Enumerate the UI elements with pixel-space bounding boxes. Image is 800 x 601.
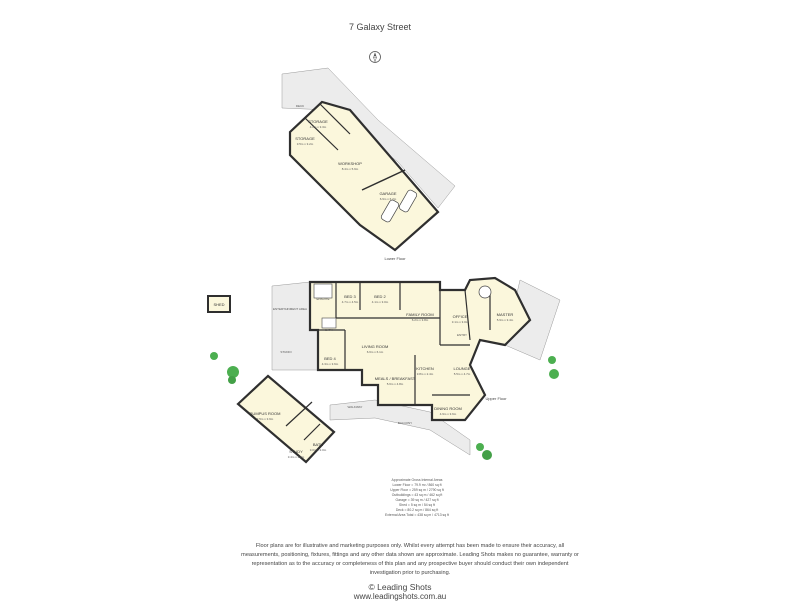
room-name-office: OFFICE	[453, 314, 468, 319]
room-name-ensuite: ENSUITE	[316, 297, 329, 301]
room-dim-storage-2: 3.5m x 3.2m	[297, 142, 314, 146]
room-name-meals-breakfast: MEALS / BREAKFAST	[375, 376, 416, 381]
room-name-living-room: LIVING ROOM	[362, 344, 389, 349]
room-name-lounge: LOUNGE	[454, 366, 471, 371]
room-dim-bed-4: 4.3m x 3.6m	[322, 362, 339, 366]
lower-floor-plan: STORAGE 4.0m x 3.3m STORAGE 3.5m x 3.2m …	[281, 67, 456, 261]
room-name-entertainment-area: ENTERTAINMENT AREA	[273, 307, 307, 311]
room-dim-dining-room: 4.9m x 3.6m	[440, 412, 457, 416]
room-name-walkway: WALKWAY	[348, 405, 363, 409]
room-name-studio: STUDIO	[280, 350, 292, 354]
area-line: Outbuildings = 43 sq m / 462 sq ft	[391, 493, 443, 497]
tree-icon	[482, 450, 492, 460]
room-dim-master: 5.9m x 3.4m	[497, 318, 514, 322]
room-dim-garage: 6.9m x 6.2m	[380, 197, 397, 201]
room-name-balcony: BALCONY	[398, 421, 412, 425]
room-name-storage-1: STORAGE	[308, 119, 328, 124]
outbuilding-outline	[236, 374, 336, 464]
room-name-kitchen: KITCHEN	[416, 366, 434, 371]
disclaimer-text: Floor plans are for illustrative and mar…	[241, 543, 579, 576]
spa-icon	[478, 285, 492, 299]
area-summary: Approximate Gross Internal Areas Lower F…	[357, 478, 477, 518]
tree-icon	[227, 366, 239, 378]
room-name-garage: GARAGE	[379, 191, 396, 196]
room-dim-meals-breakfast: 5.6m x 4.8m	[387, 382, 404, 386]
tree-icon	[549, 369, 559, 379]
deck-label: DECK	[296, 104, 304, 108]
room-dim-rumpus-room: 7.5m x 3.9m	[257, 417, 274, 421]
area-line: External Area Total = 438 sq m / 4713 sq…	[385, 513, 449, 517]
upper-floor-label: Upper Floor	[485, 396, 507, 401]
upper-floor-plan: ENSUITE BED 3 4.7m x 4.5m BED 2 4.1m x 3…	[271, 276, 561, 456]
room-name-rumpus-room: RUMPUS ROOM	[250, 411, 281, 416]
room-dim-lounge: 5.5m x 4.7m	[454, 372, 471, 376]
room-dim-living-room: 6.6m x 6.1m	[367, 350, 384, 354]
website-link[interactable]: www.leadingshots.com.au	[353, 592, 447, 601]
room-name-bed-4: BED 4	[324, 356, 336, 361]
room-dim-bed-2: 4.1m x 3.0m	[372, 300, 389, 304]
area-line: Approximate Gross Internal Areas	[391, 478, 443, 482]
room-name-master: MASTER	[497, 312, 514, 317]
room-dim-workshop: 8.4m x 5.9m	[342, 167, 359, 171]
bath-fixtures	[321, 317, 337, 329]
outbuilding-plan: RUMPUS ROOM 7.5m x 3.9m STUDY 3.4m x 2.8…	[236, 374, 336, 464]
room-name-shed: SHED	[213, 302, 224, 307]
area-line: Shed = 5 sq m / 54 sq ft	[399, 503, 435, 507]
tree-icon	[476, 443, 484, 451]
room-name-study: STUDY	[289, 449, 303, 454]
room-name-bath: BATH	[325, 328, 333, 332]
room-dim-office: 3.1m x 3.0m	[452, 320, 469, 324]
north-compass-icon	[369, 51, 381, 63]
area-line: Lower Floor = 79.9 m² / 860 sq ft	[392, 483, 442, 487]
car-icon	[380, 189, 418, 223]
tree-icon	[210, 352, 218, 360]
property-address-title: 7 Galaxy Street	[348, 22, 412, 32]
area-line: Deck = 80.2 sq m / 864 sq ft	[395, 508, 439, 512]
tree-icon	[548, 356, 556, 364]
room-dim-family-room: 6.2m x 3.8m	[412, 318, 429, 322]
area-line: Upper Floor = 259 sq m / 2790 sq ft	[390, 488, 444, 492]
ensuite-fixtures	[313, 283, 333, 299]
room-name-storage-2: STORAGE	[295, 136, 315, 141]
room-name-outbuilding-bath: BATH	[313, 442, 323, 447]
room-name-bed-3: BED 3	[344, 294, 356, 299]
room-name-workshop: WORKSHOP	[338, 161, 362, 166]
shed-plan: SHED	[207, 295, 231, 313]
brand-copyright: © Leading Shots	[368, 582, 432, 592]
room-dim-bed-3: 4.7m x 4.5m	[342, 300, 359, 304]
room-name-family-room: FAMILY ROOM	[406, 312, 433, 317]
room-name-bed-2: BED 2	[374, 294, 386, 299]
area-line: Garage = 39 sq m / 427 sq ft	[395, 498, 439, 502]
lower-floor-label: Lower Floor	[384, 256, 406, 261]
landscaping	[210, 352, 559, 460]
room-name-dining-room: DINING ROOM	[434, 406, 462, 411]
room-dim-kitchen: 3.8m x 2.4m	[417, 372, 434, 376]
tree-icon	[228, 376, 236, 384]
room-name-entry: ENTRY	[457, 333, 467, 337]
room-dim-outbuilding-bath: 3.0m x 2.0m	[310, 448, 327, 452]
room-dim-study: 3.4m x 2.8m	[288, 455, 305, 459]
upper-floor-outline	[308, 276, 532, 422]
room-dim-storage-1: 4.0m x 3.3m	[310, 125, 327, 129]
